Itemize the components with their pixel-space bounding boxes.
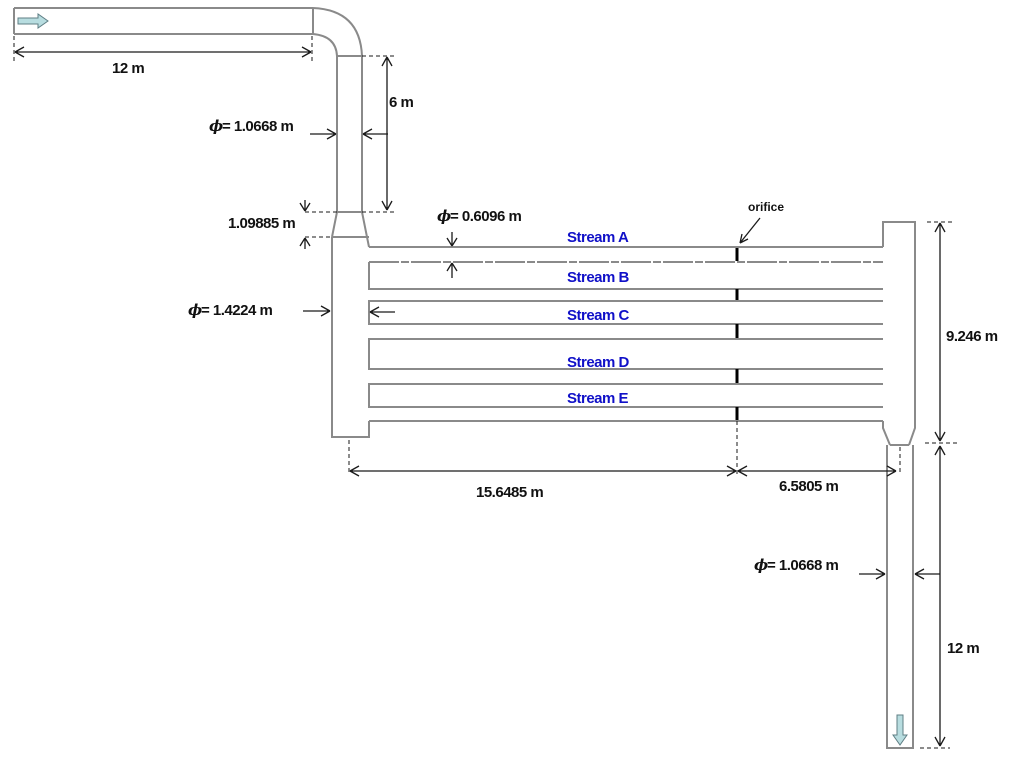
stream-b-label: Stream B xyxy=(567,269,630,286)
label-riser-length: 6 m xyxy=(389,94,414,111)
dim-inlet-length xyxy=(13,36,313,62)
label-left-length: 15.6485 m xyxy=(476,484,543,501)
dim-outlet-header-height xyxy=(925,221,957,444)
stream-c-label: Stream C xyxy=(567,307,630,324)
label-outlet-diameter: = 1.0668 m xyxy=(767,557,838,574)
outlet-header xyxy=(882,221,916,446)
channels xyxy=(368,246,883,422)
dim-header-diameter xyxy=(303,305,331,317)
inlet-header xyxy=(331,237,370,438)
outlet-flow-arrow-icon xyxy=(892,714,908,746)
dim-reducer-length xyxy=(299,200,337,249)
label-inlet-length: 12 m xyxy=(112,60,144,77)
label-outlet-length: 12 m xyxy=(947,640,979,657)
inlet-flow-arrow-icon xyxy=(17,13,49,29)
phi-symbol: ϕ xyxy=(209,117,223,135)
stream-e-label: Stream E xyxy=(567,390,629,407)
label-orifice: orifice xyxy=(748,200,784,214)
label-header-diameter: = 1.4224 m xyxy=(201,302,272,319)
outlet-pipe xyxy=(886,445,914,749)
stream-c-flow-arrow-icon xyxy=(369,306,395,318)
dim-outlet-length xyxy=(920,445,950,749)
stream-d-label: Stream D xyxy=(567,354,630,371)
dim-inlet-diameter xyxy=(310,128,388,140)
phi-symbol: ϕ xyxy=(437,207,451,225)
label-right-length: 6.5805 m xyxy=(779,478,839,495)
stream-a-label: Stream A xyxy=(567,229,629,246)
dim-bottom-lengths xyxy=(348,421,901,477)
dim-outlet-diameter xyxy=(859,568,940,580)
label-reducer-length: 1.09885 m xyxy=(228,215,295,232)
phi-symbol: ϕ xyxy=(188,301,202,319)
orifice-pointer-arrow-icon xyxy=(739,217,761,244)
dim-channel-diameter xyxy=(446,232,458,278)
inlet-pipe xyxy=(13,7,370,248)
label-channel-diameter: = 0.6096 m xyxy=(450,208,521,225)
label-inlet-diameter: = 1.0668 m xyxy=(222,118,293,135)
label-outlet-header-height: 9.246 m xyxy=(946,328,998,345)
phi-symbol: ϕ xyxy=(754,556,768,574)
